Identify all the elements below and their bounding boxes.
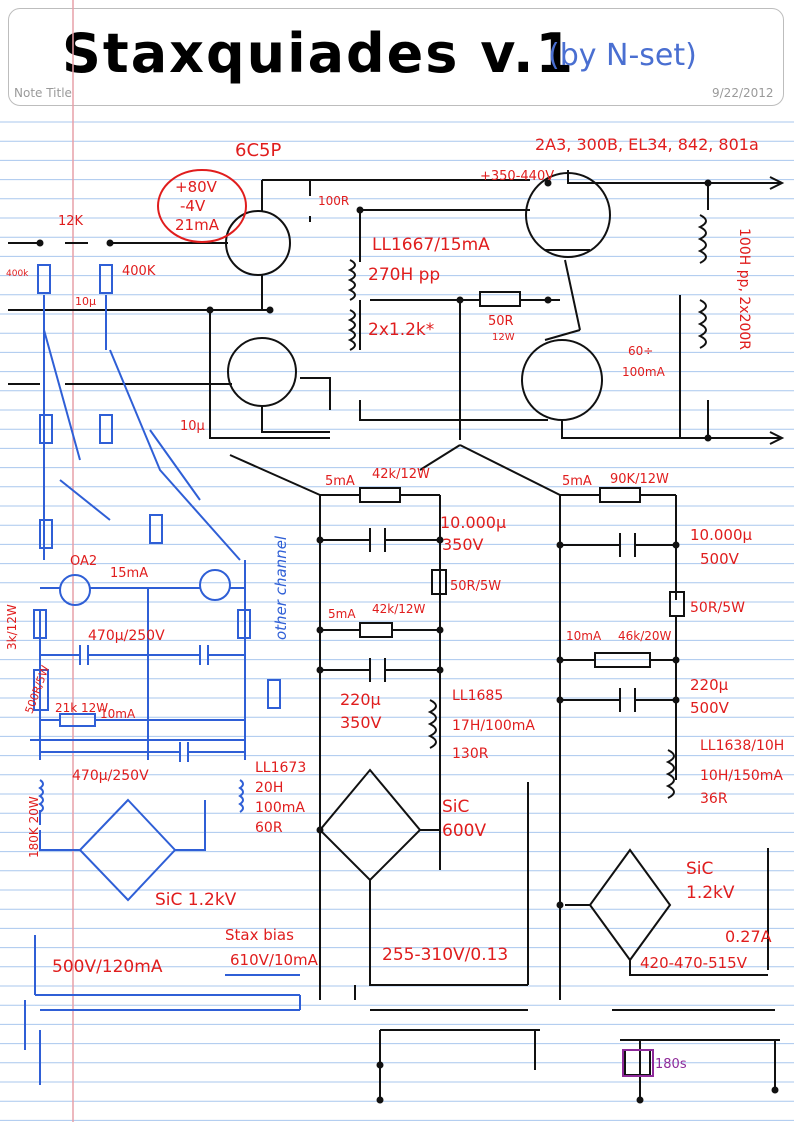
other-channel-label: other channel: [272, 535, 290, 640]
mid-secondary-label: 255-310V/0.13: [382, 945, 508, 965]
reg-current-2-label: 10mA: [100, 707, 136, 721]
mid-drop-resistor-label: 50R/5W: [450, 579, 501, 594]
mid-diode-label: SiC: [442, 797, 469, 817]
mid-current-1-label: 5mA: [325, 474, 355, 489]
mid-resistor-2-label: 42k/12W: [372, 602, 426, 616]
output-tube-label: 2A3, 300B, EL34, 842, 801a: [535, 135, 759, 154]
red-labels: +80V -4V 21mA 6C5P 2A3, 300B, EL34, 842,…: [5, 135, 784, 977]
output-current-label: 100mA: [622, 365, 666, 379]
blue-labels: other channel: [272, 535, 290, 640]
right-resistor-1-label: 90K/12W: [610, 472, 669, 487]
wiring-blue: [24, 264, 301, 1085]
page-title: Staxquiades v.1: [62, 22, 576, 85]
right-current-1-label: 5mA: [562, 474, 592, 489]
right-cap-2-volt-label: 500V: [690, 699, 730, 717]
right-current-2-label: 10mA: [566, 629, 602, 643]
mid-current-2-label: 5mA: [328, 607, 356, 621]
bias-current-label: 21mA: [175, 216, 220, 234]
interstage-tx-label: LL1667/15mA: [372, 235, 490, 255]
right-choke-spec-label: 10H/150mA: [700, 768, 783, 784]
right-cap-2-label: 220µ: [690, 676, 729, 694]
mid-cap-1-label: 10.000µ: [440, 513, 506, 532]
reg-resistor-label: 3k/12W: [5, 604, 19, 650]
interstage-ratio-label: 270H pp: [368, 265, 440, 285]
reg-current-label: 15mA: [110, 566, 148, 581]
timer-delay-box: [622, 1049, 654, 1077]
output-tx-label: 100H pp, 2x200R: [736, 228, 752, 350]
input-tube-label: 6C5P: [235, 140, 281, 161]
ruled-lines: [0, 121, 794, 1121]
stax-bias-label: Stax bias: [225, 926, 294, 944]
cathode-r-label: 50R: [488, 314, 514, 329]
right-resistor-2-label: 46k/20W: [618, 629, 672, 643]
grid-leak-label: 400K: [122, 264, 156, 279]
b-plus-label: +350-440V: [480, 169, 554, 184]
right-cap-1-volt-label: 500V: [700, 550, 740, 568]
bias-grid-label: -4V: [180, 197, 206, 215]
reg-bleeder-label: 180K 20W: [27, 796, 41, 858]
reg-choke-label: LL1673: [255, 760, 306, 776]
right-diode-label: SiC: [686, 859, 713, 879]
mid-cap-2-label: 220µ: [340, 690, 381, 709]
reg-choke-spec-label: 20H: [255, 780, 283, 796]
right-diode-volt-label: 1.2kV: [686, 883, 735, 903]
right-choke-label: LL1638/10H: [700, 738, 784, 754]
reg-cap-2-label: 470µ/250V: [72, 768, 149, 784]
junction-dots: [36, 179, 779, 1104]
mid-choke-label: LL1685: [452, 688, 503, 704]
right-cap-1-label: 10.000µ: [690, 526, 752, 544]
mid-cap-1-volt-label: 350V: [442, 535, 484, 554]
mid-diode-volt-label: 600V: [442, 821, 486, 841]
reg-diode-label: SiC 1.2kV: [155, 890, 237, 910]
output-range-label: 60÷: [628, 344, 653, 358]
bias-voltage-label: +80V: [175, 178, 218, 196]
mid-choke-spec-label: 17H/100mA: [452, 718, 535, 734]
coupling-cap-label: 10µ: [75, 295, 96, 308]
reg-choke-current-label: 100mA: [255, 800, 305, 816]
cap-10u-label: 10µ: [180, 419, 205, 434]
cathode-r-watt-label: 12W: [492, 332, 515, 343]
grid-resistor-label: 12K: [58, 214, 84, 229]
interstage-dcr-label: 2x1.2k*: [368, 320, 434, 340]
reg-choke-dcr-label: 60R: [255, 820, 283, 836]
reg-cap-1-label: 470µ/250V: [88, 628, 165, 644]
plate-resistor-label: 100R: [318, 194, 349, 208]
note-title-label: Note Title: [14, 86, 72, 100]
note-date: 9/22/2012: [712, 86, 774, 100]
right-secondary-label: 420-470-515V: [640, 954, 748, 972]
right-current-total-label: 0.27A: [725, 927, 772, 946]
author-credit: (by N-set): [548, 38, 697, 73]
mid-choke-dcr-label: 130R: [452, 746, 489, 762]
right-choke-dcr-label: 36R: [700, 791, 728, 807]
timer-delay-label: 180s: [655, 1057, 687, 1072]
reg-tube-label: OA2: [70, 554, 97, 569]
mid-cap-2-volt-label: 350V: [340, 713, 382, 732]
mid-resistor-1-label: 42k/12W: [372, 467, 430, 482]
input-resistor-label: 400k: [6, 269, 29, 279]
stax-bias-volt-label: 610V/10mA: [230, 951, 319, 969]
note-header: [8, 8, 784, 106]
right-drop-resistor-label: 50R/5W: [690, 600, 745, 616]
reg-series-label: 21k 12W: [55, 701, 108, 715]
reg-secondary-label: 500V/120mA: [52, 957, 163, 977]
